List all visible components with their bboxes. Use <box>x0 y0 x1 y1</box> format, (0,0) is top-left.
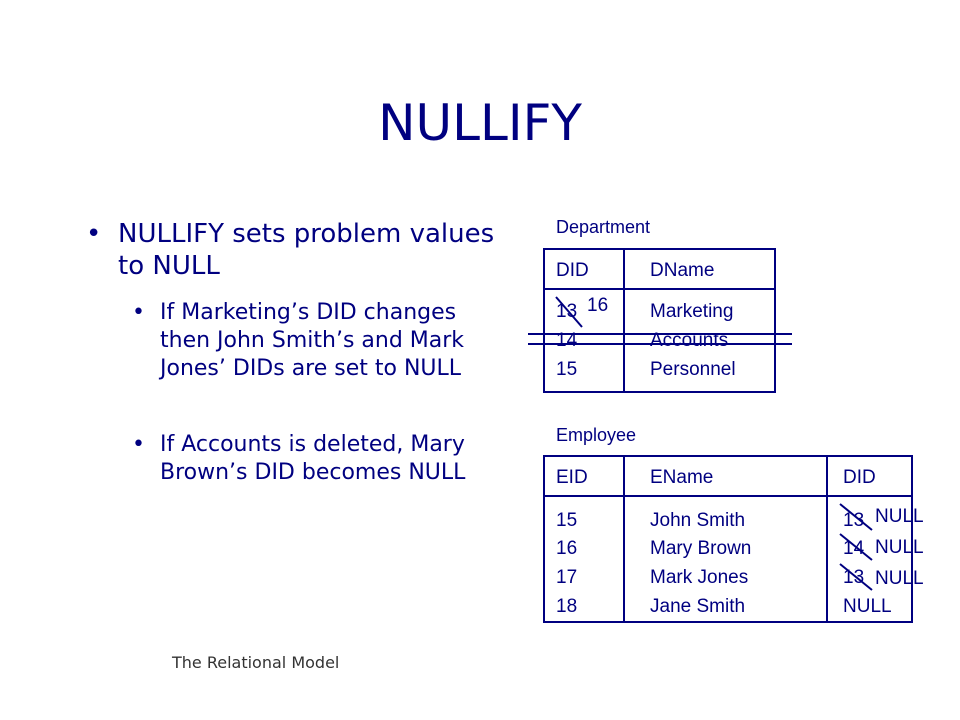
employee-row-eid: 18 <box>556 596 578 617</box>
employee-row-ename: John Smith <box>650 510 746 531</box>
bullet-marker: • <box>86 219 102 249</box>
employee-label: Employee <box>556 425 637 445</box>
employee-header-eid: EID <box>556 467 588 488</box>
employee-row-did: 13 <box>843 510 865 531</box>
employee-replacement-did: NULL <box>875 506 924 527</box>
employee-column-divider <box>623 455 625 623</box>
employee-row-eid: 16 <box>556 538 578 559</box>
employee-header-divider <box>543 495 913 497</box>
employee-row-did: NULL <box>843 596 892 617</box>
bullet-marker: • <box>132 300 145 325</box>
sub-bullet-marketing: If Marketing’s DID changes then John Smi… <box>160 300 465 381</box>
department-row-dname: Personnel <box>650 359 736 380</box>
bullet-main: NULLIFY sets problem values to NULL <box>118 219 495 281</box>
employee-row-did: 14 <box>843 538 865 559</box>
employee-column-divider <box>826 455 828 623</box>
department-table <box>543 248 776 393</box>
department-row-did: 15 <box>556 359 578 380</box>
slide-title: NULLIFY <box>378 94 582 152</box>
employee-row-ename: Mark Jones <box>650 567 749 588</box>
department-header-dname: DName <box>650 260 715 281</box>
employee-header-did: DID <box>843 467 876 488</box>
slide-footer: The Relational Model <box>172 653 340 672</box>
employee-row-ename: Mary Brown <box>650 538 752 559</box>
employee-row-eid: 15 <box>556 510 578 531</box>
employee-replacement-did: NULL <box>875 568 924 589</box>
employee-header-ename: EName <box>650 467 714 488</box>
employee-table <box>543 455 913 623</box>
employee-row-did: 13 <box>843 567 865 588</box>
sub-bullet-accounts: If Accounts is deleted, Mary Brown’s DID… <box>160 432 466 485</box>
department-row-did: 13 <box>556 301 578 322</box>
department-row-dname: Marketing <box>650 301 734 322</box>
employee-replacement-did: NULL <box>875 537 924 558</box>
department-header-did: DID <box>556 260 589 281</box>
department-new-did: 16 <box>587 295 609 316</box>
department-row-dname: Accounts <box>650 330 729 351</box>
department-header-divider <box>543 288 776 290</box>
department-column-divider <box>623 248 625 393</box>
employee-row-ename: Jane Smith <box>650 596 746 617</box>
employee-row-eid: 17 <box>556 567 578 588</box>
department-row-did: 14 <box>556 330 578 351</box>
department-label: Department <box>556 217 651 237</box>
bullet-marker: • <box>132 432 145 457</box>
